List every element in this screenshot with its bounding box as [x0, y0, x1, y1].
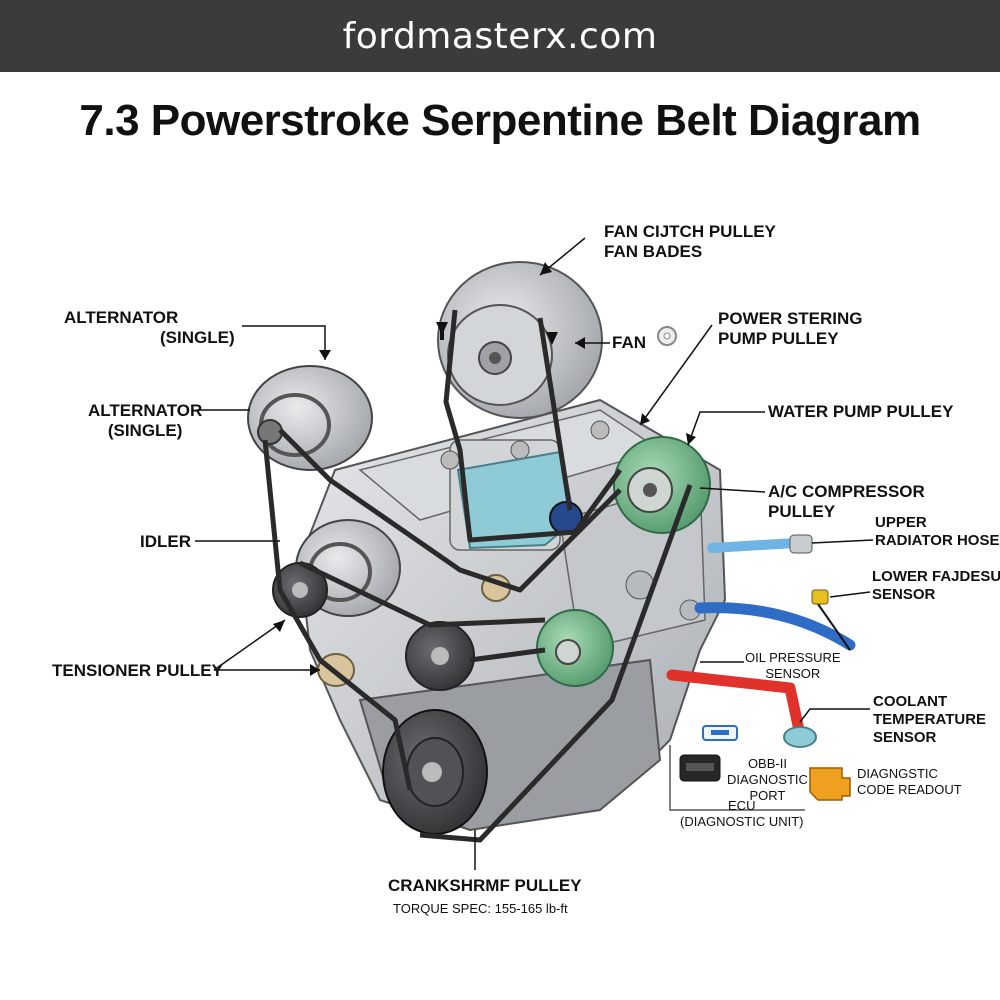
upper-radiator-hose — [707, 538, 800, 553]
torque-spec-label: TORQUE SPEC: 155-165 lb-ft — [393, 901, 568, 916]
coolant-temp-label: COOLANT TEMPERATURE SENSOR — [873, 693, 987, 746]
coolant-hose — [666, 669, 806, 741]
diagnostic-bracket — [669, 745, 805, 811]
alternator-upper — [247, 365, 373, 471]
ac-compressor-pulley — [536, 609, 614, 687]
ecu-label: ECU (DIAGNOSTIC UNIT) — [680, 798, 804, 829]
site-name: fordmasterx.com — [342, 15, 658, 57]
ac-compressor-label: A/C COMPRESSOR PULLEY — [768, 482, 925, 521]
oil-pressure-label: OIL PRESSURE SENSOR — [745, 650, 841, 681]
coolant-sensor-fitting — [783, 726, 817, 748]
washer-icon — [657, 326, 677, 346]
alternator-mid-label: ALTERNATOR (SINGLE) — [88, 401, 203, 440]
engine-check-icon — [809, 767, 851, 801]
pressure-sensor — [811, 589, 851, 651]
alternator-top-label: ALTERNATOR (SINGLE) — [64, 308, 235, 347]
page-title: 7.3 Powerstroke Serpentine Belt Diagram — [79, 96, 921, 145]
site-banner: fordmasterx.com — [0, 0, 1000, 72]
middle-pulley — [405, 621, 475, 691]
water-pump-pulley — [613, 436, 711, 534]
upper-radiator-hose-label: UPPER RADIATOR HOSE — [875, 514, 1000, 549]
fan-label: FAN — [612, 333, 646, 352]
fan-clutch-label: FAN CIJTCH PULLEY FAN BADES — [604, 222, 776, 261]
lower-sensor-label: LOWER FAJDESURE SENSOR — [872, 568, 1000, 603]
diagnostic-readout-label: DIAGNGSTIC CODE READOUT — [857, 766, 962, 797]
obd-port-label: OBB-II DIAGNOSTIC PORT — [727, 756, 808, 803]
upper-hose-clamp — [789, 534, 813, 554]
idler-label: IDLER — [140, 532, 191, 551]
ecu-unit — [679, 754, 721, 782]
tensioner-label: TENSIONER PULLEY — [52, 661, 223, 680]
crankshaft-pulley-label: CRANKSHRMF PULLEY — [388, 876, 582, 895]
fan-clutch-pulley — [437, 261, 603, 419]
power-steering-label: POWER STERING PUMP PULLEY — [718, 309, 863, 348]
serpentine-belt — [262, 309, 693, 843]
crankshaft-pulley — [382, 709, 488, 835]
obd-connector — [702, 725, 738, 741]
leader-arrows — [273, 262, 696, 676]
rotation-arrows — [436, 322, 558, 345]
water-pump-label: WATER PUMP PULLEY — [768, 402, 954, 421]
lower-radiator-hose — [694, 602, 856, 651]
